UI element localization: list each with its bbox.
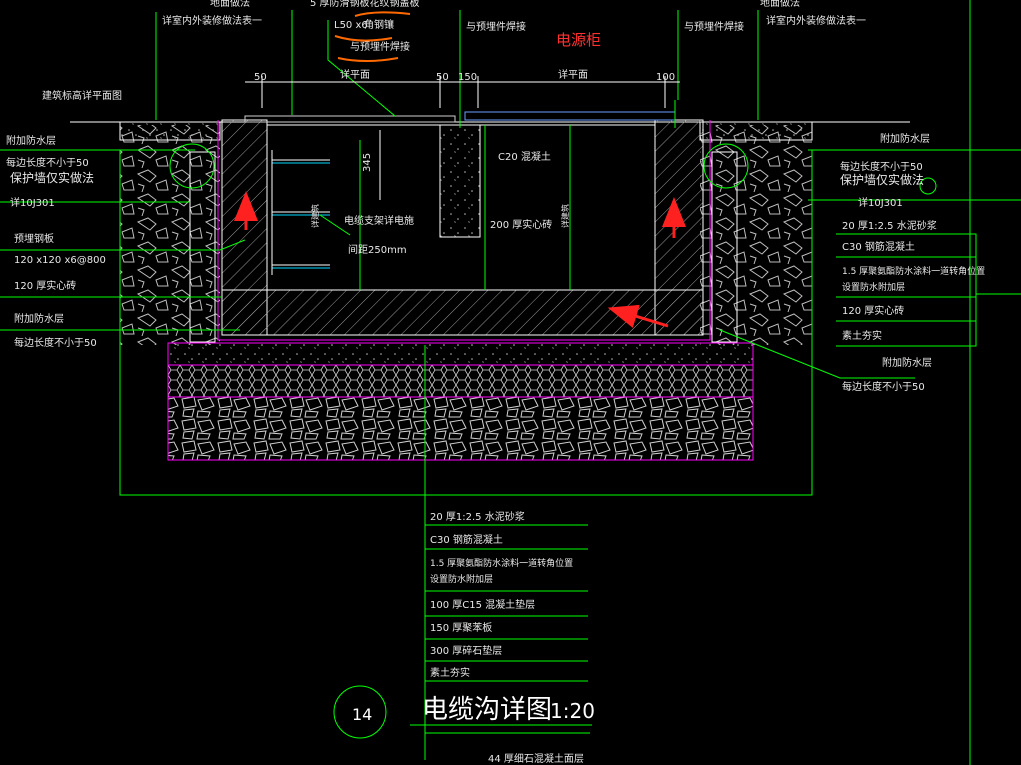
bottom-table-row-4: 设置防水附加层 [430,573,493,585]
label-c20-concrete: C20 混凝土 [498,150,551,163]
weld-note-mid: 与预埋件焊接 [350,40,410,53]
label-brick-120-left: 120 厚实心砖 [14,279,76,292]
drawing-title: 电缆沟详图 [422,695,552,725]
label-overlap-bottom-left: 每边长度不小于50 [14,336,97,349]
right-table-row-1: 20 厚1:2.5 水泥砂浆 [842,219,937,232]
dim-345: 345 [362,153,373,172]
label-spacing: 间距250mm [348,243,407,256]
label-waterproof-bottom-left: 附加防水层 [14,312,64,325]
dim-see-plan-left: 详平面 [340,68,370,81]
angle-steel-size: L50 x6 [334,20,368,31]
dim-50-mid: 50 [436,72,449,83]
right-table-row-4: 设置防水附加层 [842,281,905,293]
label-waterproof-top-left: 附加防水层 [6,134,56,147]
label-building-elevation: 建筑标高详平面图 [42,89,122,102]
label-waterproof-bottom-right: 附加防水层 [882,356,932,369]
label-ref-right: 详10J301 [858,196,903,209]
dim-see-plan-right: 详平面 [558,68,588,81]
right-table-row-5: 120 厚实心砖 [842,304,904,317]
power-cabinet-label: 电源柜 [556,31,601,49]
bottom-table-row-7: 300 厚碎石垫层 [430,644,502,657]
bottom-table-row-6: 150 厚聚苯板 [430,621,492,634]
soil-right [699,121,813,345]
label-waterproof-top-right: 附加防水层 [880,132,930,145]
detail-number: 14 [352,705,372,724]
right-floor-method: 地面做法 [760,0,800,9]
dimension-line-top [245,76,680,200]
footer-note: 44 厚细石混凝土面层 [488,752,584,765]
dim-150: 150 [458,72,477,83]
bottom-table-row-3: 1.5 厚聚氨酯防水涂料一道转角位置 [430,557,573,569]
label-brick-200: 200 厚实心砖 [490,218,552,231]
bottom-layers [167,342,754,461]
label-embed-plate: 预埋钢板 [14,232,54,245]
label-overlap-top-right: 每边长度不小于50 [840,160,923,173]
weld-note-left: 与预埋件焊接 [466,20,526,33]
right-wall-method: 详室内外装修做法表一 [766,14,866,27]
left-wall-method: 详室内外装修做法表一 [162,14,262,27]
right-table-row-2: C30 钢筋混凝土 [842,240,915,253]
label-overlap-top-left: 每边长度不小于50 [6,156,89,169]
steel-cover-note: 5 厚防滑钢板花纹钢盖板 [310,0,420,9]
label-overlap-bottom-right: 每边长度不小于50 [842,380,925,393]
bottom-table-row-8: 素土夯实 [430,666,470,679]
bottom-table-row-2: C30 钢筋混凝土 [430,533,503,546]
dim-see-building-right: 详建筑 [560,204,570,228]
dim-100: 100 [656,72,675,83]
label-embed-plate-size: 120 x120 x6@800 [14,255,106,266]
right-table-row-3: 1.5 厚聚氨酯防水涂料一道转角位置 [842,265,985,277]
weld-note-right: 与预埋件焊接 [684,20,744,33]
right-table-row-6: 素土夯实 [842,329,882,342]
label-protect-wall-left: 保护墙仅实做法 [10,170,94,185]
dim-50-left: 50 [254,72,267,83]
red-arrows [234,11,686,328]
trench-structure [169,100,749,343]
soil-left [119,121,221,345]
bottom-table-row-1: 20 厚1:2.5 水泥砂浆 [430,510,525,523]
label-protect-wall-right: 保护墙仅实做法 [840,172,924,187]
detail-number-circle [333,685,387,739]
dim-see-building-left: 详建筑 [310,204,320,228]
angle-steel-label: 角钢镶 [364,18,394,31]
label-ref-left: 详10J301 [10,196,55,209]
label-cable-support: 电缆支架详电施 [344,214,414,227]
drawing-scale: 1:20 [550,699,595,723]
bottom-table-row-5: 100 厚C15 混凝土垫层 [430,598,535,611]
section-mark-circle [919,177,937,195]
left-floor-method: 地面做法 [210,0,250,9]
